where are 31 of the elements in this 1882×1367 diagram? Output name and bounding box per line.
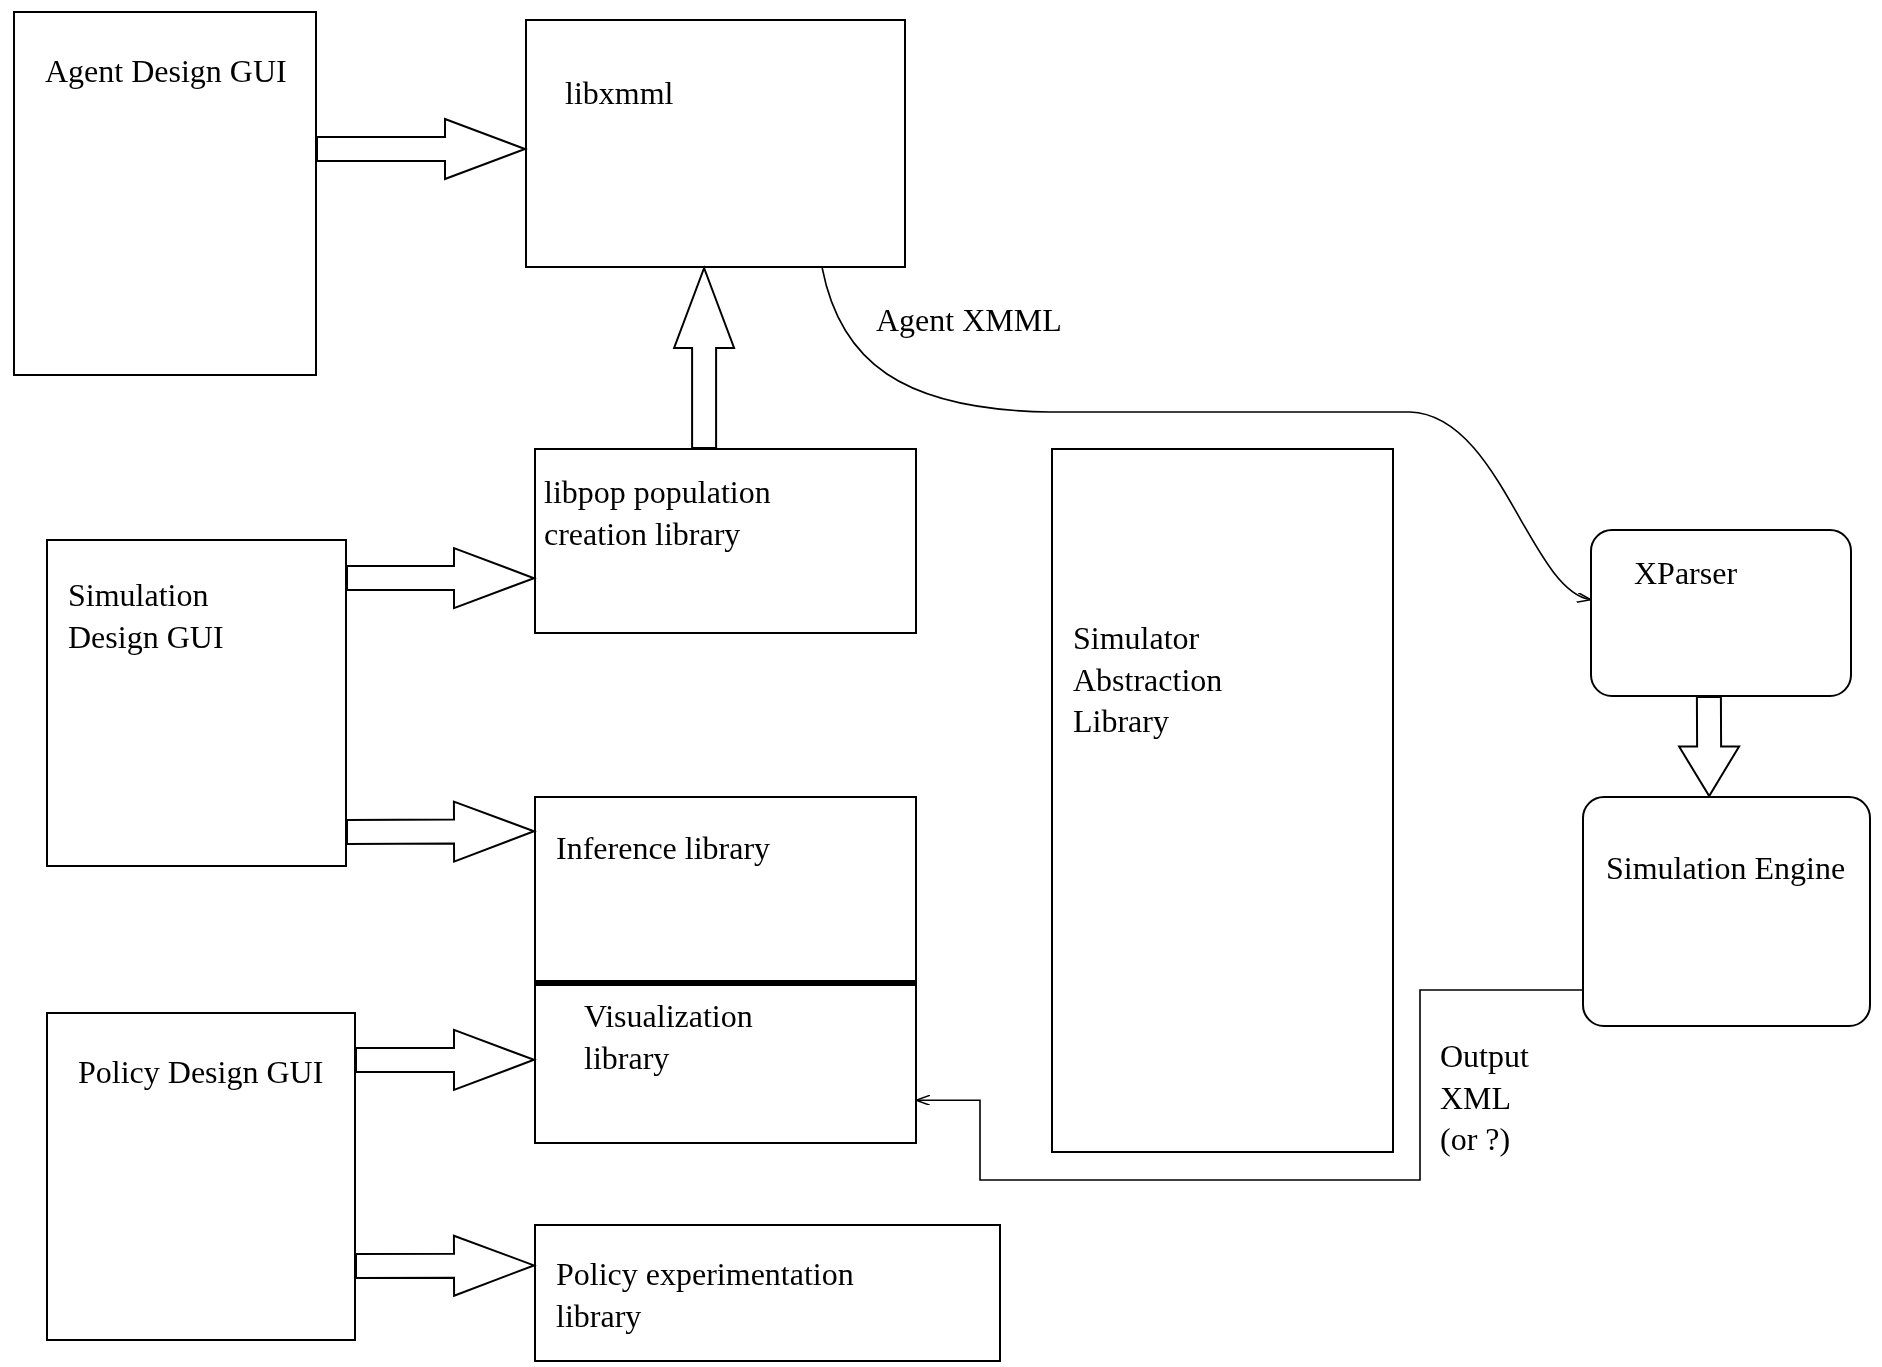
component-box xyxy=(46,1012,356,1341)
node-label: Agent Design GUI xyxy=(45,52,288,91)
arrow xyxy=(915,989,1583,1181)
node-label: libpop population creation library xyxy=(544,473,772,554)
node-label: Simulator Abstraction Library xyxy=(1073,619,1224,742)
component-box xyxy=(13,11,317,376)
node-label: Simulation Design GUI xyxy=(68,576,225,657)
node-label: libxmml xyxy=(565,74,675,113)
component-box xyxy=(1582,796,1871,1027)
component-box xyxy=(534,796,917,982)
arrow xyxy=(821,267,1592,601)
node-label: Policy Design GUI xyxy=(78,1053,325,1092)
component-box xyxy=(1590,529,1852,697)
block-arrow xyxy=(346,800,537,864)
node-label: Visualization library xyxy=(584,997,754,1078)
block-arrow xyxy=(672,265,736,449)
node-label: XParser xyxy=(1634,554,1739,593)
block-arrow xyxy=(355,1028,537,1092)
node-label: Policy experimentation library xyxy=(556,1255,855,1336)
component-box xyxy=(525,19,906,268)
component-box xyxy=(46,539,347,867)
block-arrow xyxy=(316,117,528,181)
component-box xyxy=(534,448,917,634)
component-box xyxy=(1051,448,1394,1153)
node-label: Simulation Engine xyxy=(1606,849,1847,888)
block-arrow xyxy=(346,546,537,610)
component-box xyxy=(534,982,917,1144)
block-arrow xyxy=(355,1234,537,1298)
component-box xyxy=(534,1224,1001,1362)
block-arrow xyxy=(1677,696,1741,798)
node-label: Inference library xyxy=(556,829,772,868)
